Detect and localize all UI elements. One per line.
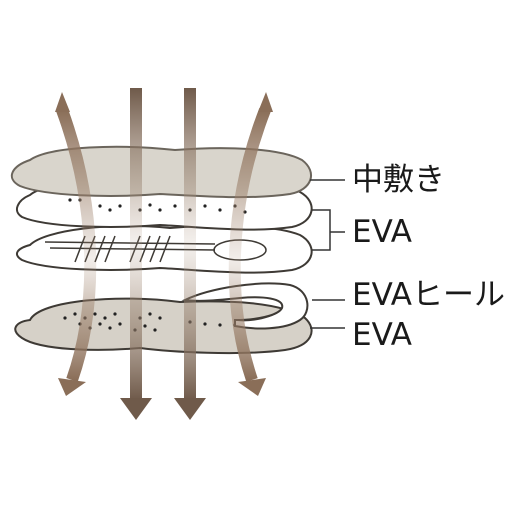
label-top-layer: 中敷き xyxy=(352,162,445,198)
top-insole-layer xyxy=(10,145,313,199)
arrow-down-icon xyxy=(174,398,206,420)
arrow-up-icon xyxy=(55,92,70,112)
leader-lines xyxy=(310,179,345,329)
air-flow-arrows xyxy=(55,88,273,420)
leader-eva-upper xyxy=(312,209,345,251)
arrow-down-icon xyxy=(120,398,152,420)
arrow-down-icon xyxy=(238,378,266,396)
arrow-down-icon xyxy=(58,378,86,396)
label-eva-heel: EVAヒール xyxy=(352,277,506,313)
straight-arrow-left xyxy=(120,88,152,420)
curved-arrow-right xyxy=(228,92,273,396)
label-eva-upper: EVA xyxy=(352,214,413,250)
eva-lower-layer xyxy=(15,224,313,274)
curved-arrow-left xyxy=(55,92,97,396)
label-eva-bottom: EVA xyxy=(352,317,413,353)
straight-arrow-right xyxy=(174,88,206,420)
arrow-up-icon xyxy=(258,92,273,112)
